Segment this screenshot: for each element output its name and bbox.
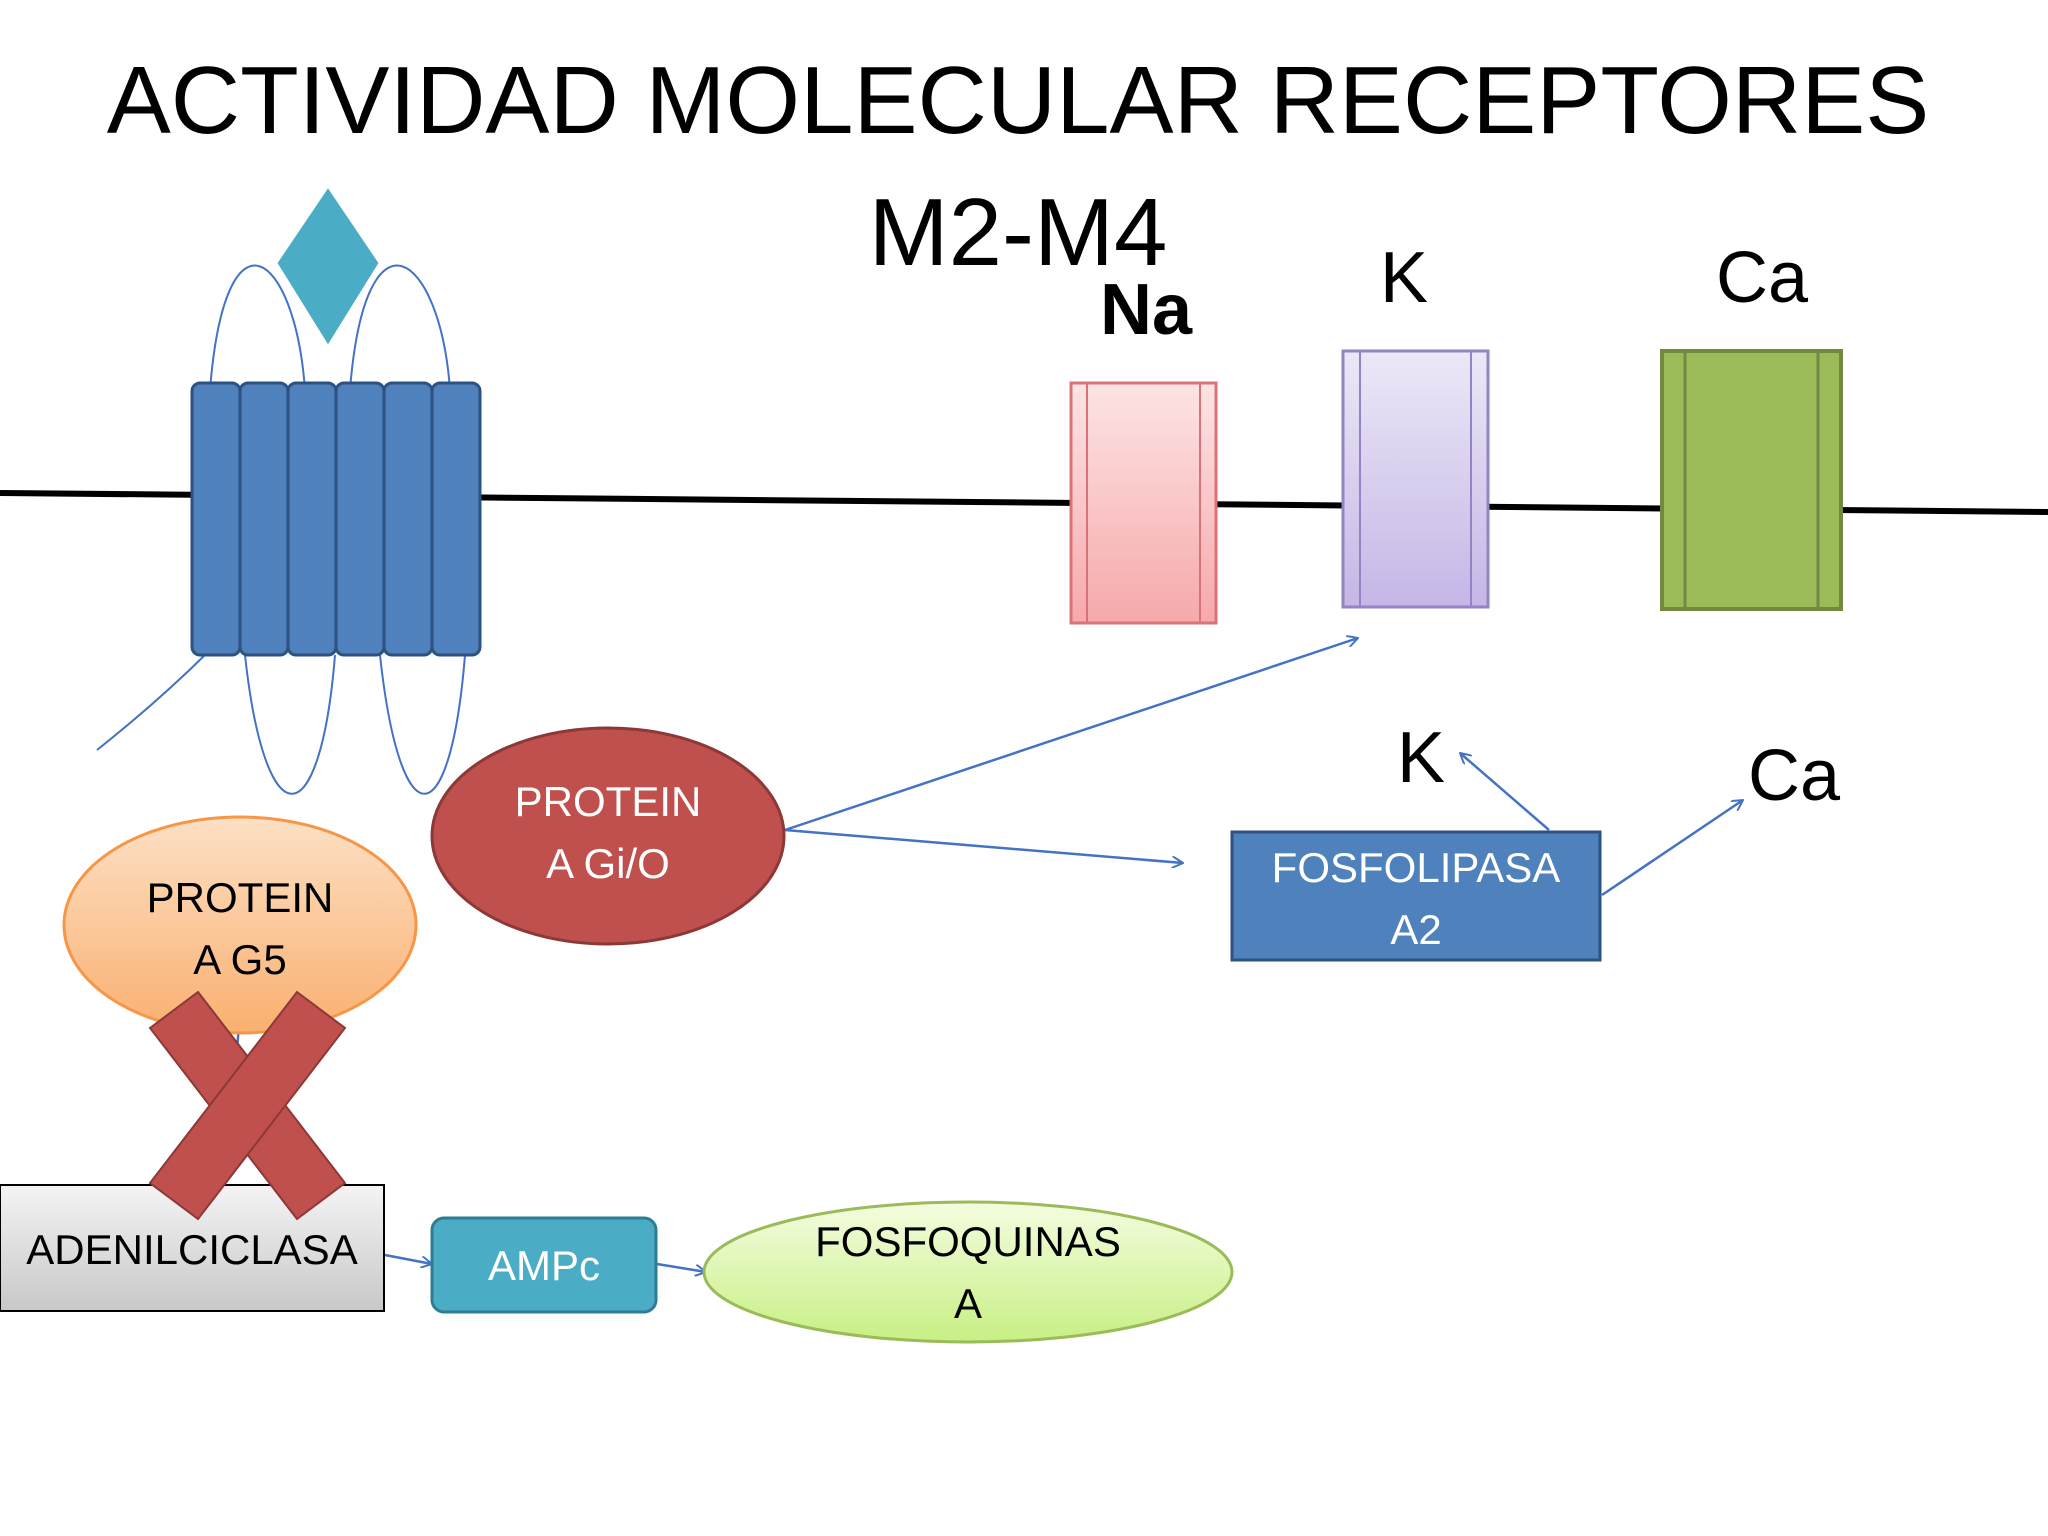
protein-g5-line2: A G5 xyxy=(193,936,286,983)
receptor-helix xyxy=(382,381,434,657)
arrow-ampc-to-fosfoquinasa xyxy=(656,1262,706,1272)
channel-na-label: Na xyxy=(1100,270,1193,350)
receptor-7tm xyxy=(190,381,482,657)
fosfoquinasa-node xyxy=(702,1200,1234,1344)
channel-ca-label: Ca xyxy=(1716,238,1809,318)
receptor-helix xyxy=(334,381,386,657)
receptor-helix xyxy=(430,381,482,657)
protein-gio-line2: A Gi/O xyxy=(546,840,670,887)
receptor-helix xyxy=(238,381,290,657)
arrow-adenilciclasa-to-ampc xyxy=(384,1253,432,1264)
product-ca-label: Ca xyxy=(1748,736,1841,816)
protein-gio-line1: PROTEIN xyxy=(515,778,702,825)
arrow-gio-to-fosfolipasa xyxy=(784,828,1183,863)
channel-ca xyxy=(1660,349,1843,611)
receptor-loops xyxy=(96,264,466,795)
title-line-1: ACTIVIDAD MOLECULAR RECEPTORES xyxy=(107,47,1930,154)
fosfoquinasa-line1: FOSFOQUINAS xyxy=(815,1218,1121,1265)
receptor-helix xyxy=(190,381,242,657)
arrow-fosfolipasa-to-ca xyxy=(1601,800,1743,897)
channel-ca-body xyxy=(1660,349,1843,611)
channel-k xyxy=(1341,349,1490,609)
fosfolipasa-node xyxy=(1230,830,1602,962)
fosfoquinasa-line2: A xyxy=(954,1280,982,1327)
ampc-node xyxy=(430,1216,658,1314)
channel-na xyxy=(1069,381,1218,625)
product-k-label: K xyxy=(1397,718,1445,798)
channel-k-body xyxy=(1341,349,1490,609)
protein-gio-node xyxy=(430,726,786,946)
fosfolipasa-line2: A2 xyxy=(1390,906,1441,953)
ampc-label: AMPc xyxy=(488,1242,600,1289)
arrow-fosfolipasa-to-k xyxy=(1460,753,1550,831)
ligand-diamond-icon xyxy=(270,177,386,356)
title-line-2: M2-M4 xyxy=(869,179,1168,286)
channel-na-body xyxy=(1069,381,1218,625)
x-mark-icon xyxy=(148,990,347,1221)
receptor-helix xyxy=(286,381,338,657)
adenilciclasa-label: ADENILCICLASA xyxy=(26,1226,357,1273)
arrow-gio-to-k-channel xyxy=(784,638,1358,832)
protein-g5-line1: PROTEIN xyxy=(147,874,334,921)
channel-k-label: K xyxy=(1380,238,1428,318)
protein-g5-node xyxy=(62,815,418,1035)
fosfolipasa-line1: FOSFOLIPASA xyxy=(1272,844,1561,891)
